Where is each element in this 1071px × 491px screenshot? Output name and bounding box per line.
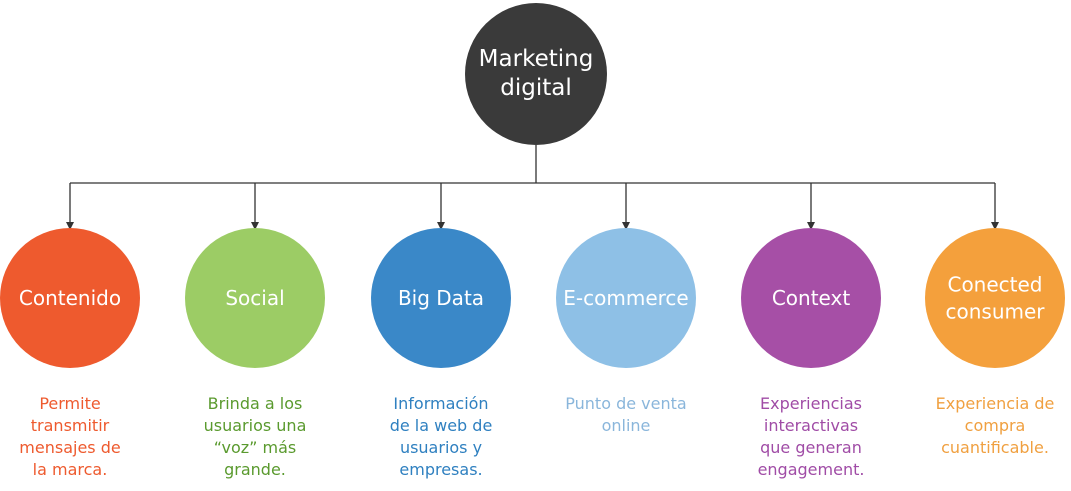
description-conected-consumer: Experiencia de compra cuantificable.: [910, 393, 1071, 459]
node-circle-e-commerce: [556, 228, 696, 368]
description-line: Punto de venta: [565, 394, 687, 413]
description-line: empresas.: [399, 460, 483, 479]
node-label-context: Context: [772, 286, 851, 310]
description-line: “voz” más: [213, 438, 297, 457]
description-context: Experiencias interactivas que generan engag…: [726, 393, 896, 481]
node-big-data: Big Data: [371, 228, 511, 368]
node-circle-conected-consumer: [925, 228, 1065, 368]
node-circle-context: [741, 228, 881, 368]
node-circle-social: [185, 228, 325, 368]
description-line: grande.: [224, 460, 286, 479]
root-label: Marketing digital: [479, 46, 594, 101]
description-e-commerce: Punto de venta online: [541, 393, 711, 437]
root-label-line: Marketing: [479, 46, 594, 72]
node-label-line: Contenido: [19, 286, 121, 310]
description-line: compra: [964, 416, 1026, 435]
description-line: Brinda a los: [207, 394, 303, 413]
node-label-line: Context: [772, 286, 851, 310]
node-circle-big-data: [371, 228, 511, 368]
child-nodes: Contenido Social Big Data E-commerce Context…: [0, 228, 1065, 368]
description-line: mensajes de: [19, 438, 121, 457]
node-contenido: Contenido: [0, 228, 140, 368]
node-conected-consumer: Conected consumer: [925, 228, 1065, 368]
description-line: Experiencias: [760, 394, 862, 413]
description-line: interactivas: [763, 416, 859, 435]
description-contenido: Permite transmitir mensajes de la marca.: [0, 393, 155, 481]
node-circle-contenido: [0, 228, 140, 368]
description-line: Información: [393, 394, 489, 413]
description-line: que generan: [760, 438, 862, 457]
node-label-big-data: Big Data: [398, 286, 484, 310]
root-node: Marketing digital: [465, 3, 607, 145]
description-line: cuantificable.: [941, 438, 1049, 457]
description-big-data: Información de la web de usuarios y empresa…: [356, 393, 526, 481]
description-line: transmitir: [30, 416, 110, 435]
description-line: Permite: [39, 394, 101, 413]
node-label-conected-consumer: Conected consumer: [945, 273, 1045, 324]
node-label-e-commerce: E-commerce: [563, 286, 688, 310]
description-line: online: [601, 416, 651, 435]
root-label-line: digital: [500, 75, 571, 101]
node-label-line: E-commerce: [563, 286, 688, 310]
node-label-social: Social: [225, 286, 284, 310]
connector-lines: [66, 145, 999, 230]
root-circle: [465, 3, 607, 145]
description-line: la marca.: [32, 460, 108, 479]
description-line: Experiencia de: [935, 394, 1055, 413]
description-line: de la web de: [389, 416, 493, 435]
node-label-line: consumer: [945, 300, 1045, 324]
node-social: Social: [185, 228, 325, 368]
description-social: Brinda a los usuarios una “voz” más grande.: [170, 393, 340, 481]
node-label-line: Big Data: [398, 286, 484, 310]
node-label-line: Conected: [947, 273, 1042, 297]
description-line: usuarios una: [203, 416, 307, 435]
node-label-contenido: Contenido: [19, 286, 121, 310]
description-line: usuarios y: [399, 438, 483, 457]
node-e-commerce: E-commerce: [556, 228, 696, 368]
node-context: Context: [741, 228, 881, 368]
node-label-line: Social: [225, 286, 284, 310]
description-line: engagement.: [757, 460, 865, 479]
